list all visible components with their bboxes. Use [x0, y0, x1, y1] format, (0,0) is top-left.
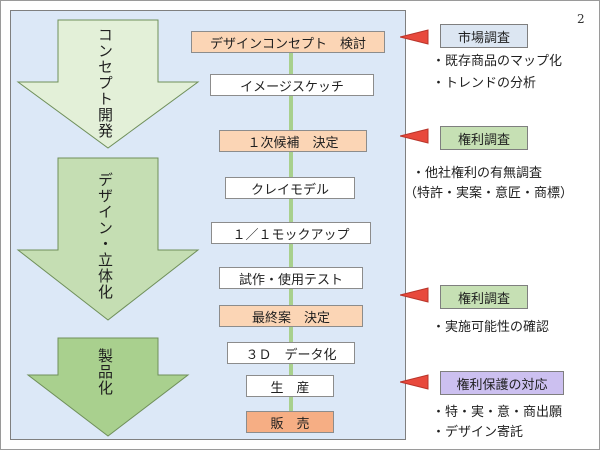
step-sales: 販 売: [246, 411, 334, 433]
step-clay-model: クレイモデル: [225, 177, 355, 199]
note-rights-1b: （特許・実案・意匠・商標）: [404, 186, 574, 201]
phase-arrow-concept: [16, 19, 200, 149]
phase-label-product: 製品化: [96, 348, 114, 396]
phase-label-concept: コンセプト開発: [96, 27, 114, 139]
header-rights-research-2: 権利調査: [440, 285, 528, 309]
step-mockup: １／１モックアップ: [211, 222, 371, 244]
pointer-arrow-rights-1: [400, 128, 429, 144]
pointer-arrow-market: [400, 29, 429, 45]
step-final-decision: 最終案 決定: [219, 305, 363, 327]
step-image-sketch: イメージスケッチ: [210, 74, 374, 96]
header-market-research: 市場調査: [440, 24, 528, 48]
phase-label-design: デザイン・立体化: [96, 172, 114, 300]
phase-arrow-product: [26, 337, 190, 437]
step-first-candidate: １次候補 決定: [219, 130, 367, 152]
header-rights-protection: 権利保護の対応: [440, 371, 564, 395]
step-production: 生 産: [246, 375, 334, 397]
header-rights-research-1: 権利調査: [440, 126, 528, 150]
pointer-arrow-rights-2: [400, 287, 429, 303]
phase-arrow-design: [16, 157, 200, 321]
note-rights-1a: ・他社権利の有無調査: [412, 166, 543, 181]
note-protection-2: ・デザイン寄託: [432, 425, 524, 440]
page-number: 2: [577, 12, 585, 26]
step-prototype-test: 試作・使用テスト: [219, 267, 363, 289]
step-3d-data: ３Ｄ データ化: [227, 342, 355, 364]
note-market-2: ・トレンドの分析: [432, 76, 537, 91]
step-design-concept: デザインコンセプト 検討: [191, 31, 385, 53]
note-rights-2a: ・実施可能性の確認: [432, 320, 550, 335]
pointer-arrow-protection: [400, 374, 429, 390]
note-market-1: ・既存商品のマップ化: [432, 54, 563, 69]
note-protection-1: ・特・実・意・商出願: [432, 405, 563, 420]
